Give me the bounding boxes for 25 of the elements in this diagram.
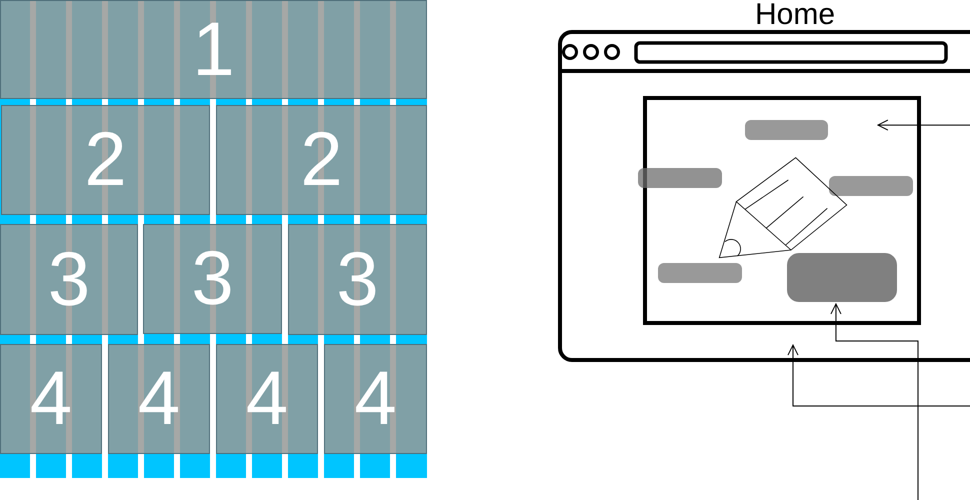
grid-region <box>143 224 282 334</box>
grid-region <box>324 344 427 454</box>
region-number: 2 <box>84 122 127 198</box>
grid-region <box>0 224 138 335</box>
grid-region <box>288 224 427 335</box>
grid-region <box>0 344 102 454</box>
grid-region <box>108 344 210 454</box>
arrow <box>830 303 918 500</box>
grid-region <box>216 344 318 454</box>
region-number: 4 <box>246 361 288 437</box>
page-title: Home <box>755 0 836 30</box>
region-number: 4 <box>138 361 180 437</box>
arrow <box>877 120 970 131</box>
region-number: 3 <box>48 242 90 318</box>
region-number: 2 <box>300 122 343 198</box>
region-number: 4 <box>354 361 397 437</box>
grid-region <box>0 0 427 99</box>
button-placeholder <box>787 253 897 302</box>
region-number: 3 <box>191 241 234 317</box>
region-number: 3 <box>336 242 379 318</box>
grid-region <box>216 105 427 215</box>
region-number: 1 <box>192 12 235 88</box>
arrow <box>788 344 970 406</box>
grid-region <box>1 105 210 215</box>
region-number: 4 <box>30 361 72 437</box>
